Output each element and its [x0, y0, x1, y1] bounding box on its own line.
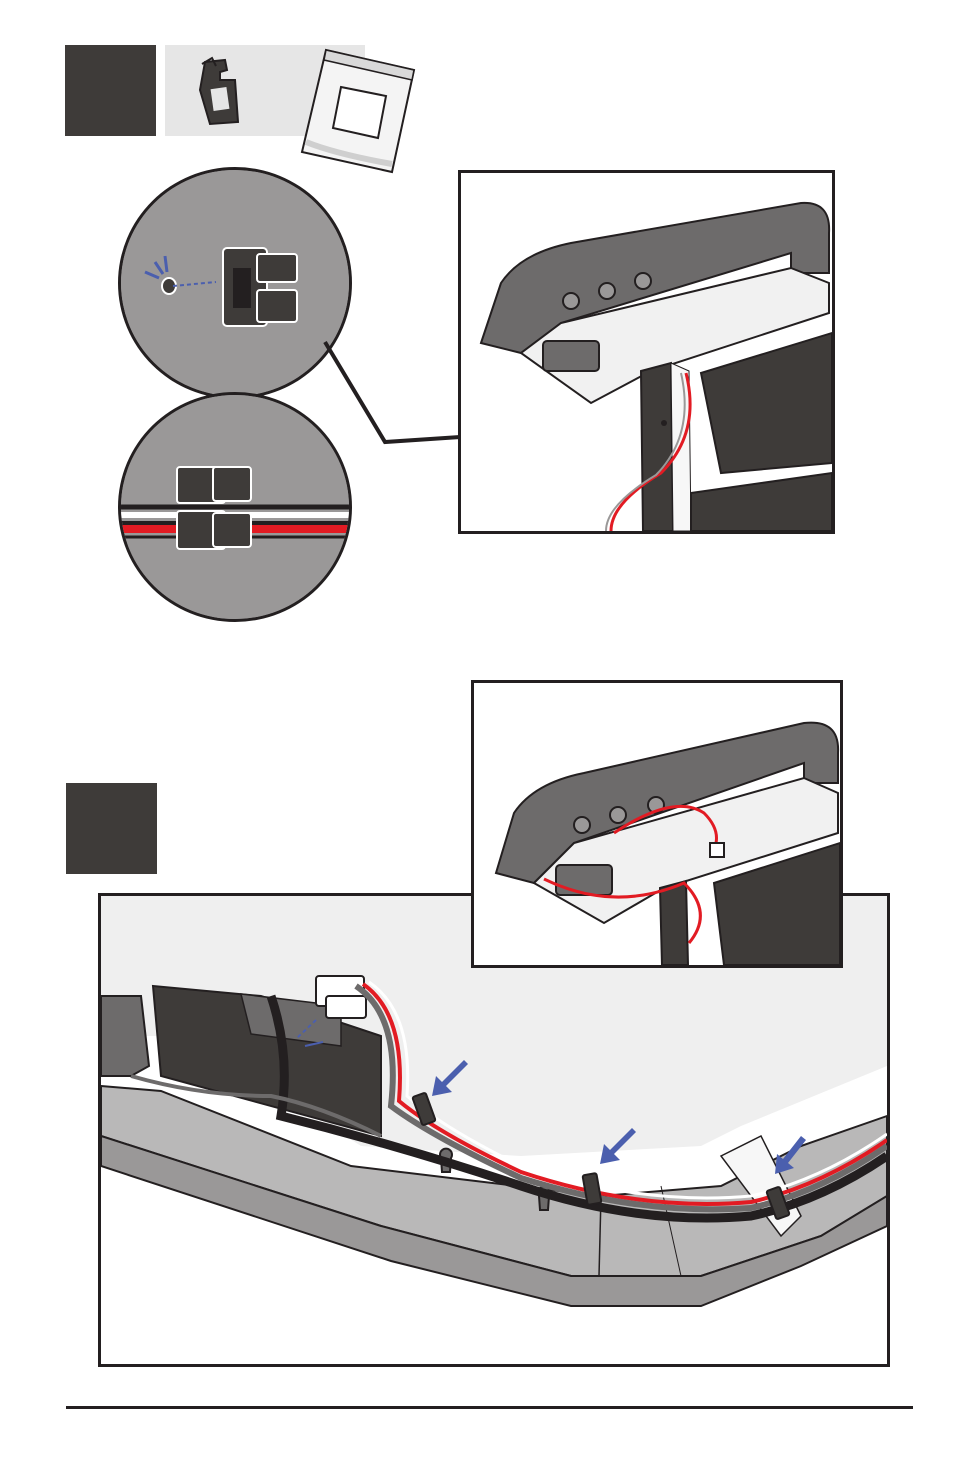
clip-with-wires-detail [118, 392, 352, 622]
cable-clip-icon [198, 56, 240, 126]
desk-frame-hole-view [458, 170, 835, 534]
blue-arrow-icon [600, 1128, 636, 1164]
desk-frame-wired-view [471, 680, 843, 968]
step-2-number-box [66, 783, 157, 874]
step-1-number-box [65, 45, 156, 136]
footer-rule [66, 1406, 913, 1409]
blue-arrow-icon [432, 1060, 468, 1096]
clip-insert-detail [118, 167, 352, 399]
blue-arrow-icon [775, 1136, 806, 1174]
parts-bag-icon [300, 48, 416, 174]
